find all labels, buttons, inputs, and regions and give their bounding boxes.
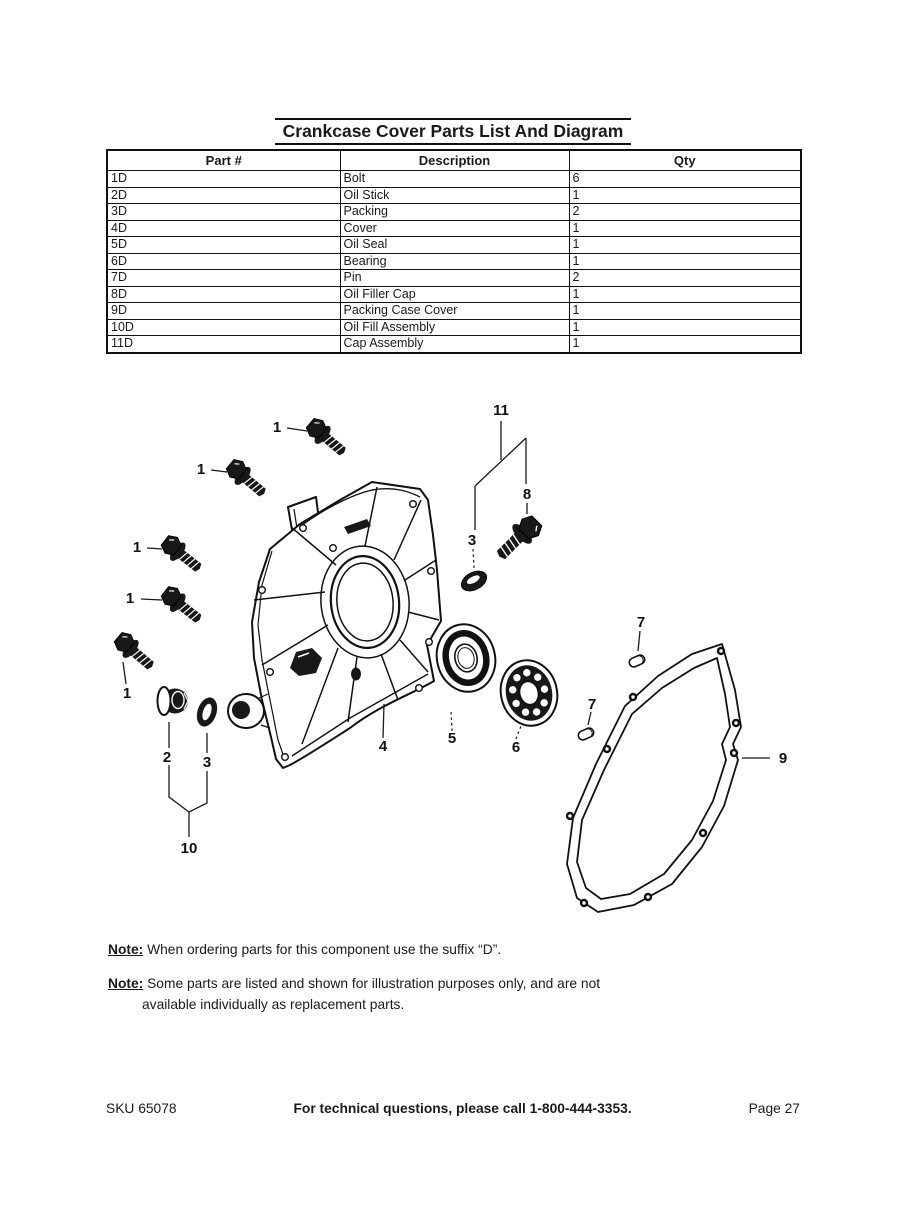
- callout-7b: 7: [588, 696, 596, 713]
- cell-description: Oil Seal: [339, 236, 570, 254]
- cell-description: Bolt: [339, 170, 570, 188]
- bolt-part-1b: [221, 455, 272, 503]
- cell-description: Oil Fill Assembly: [339, 318, 570, 336]
- bolt-part-1e: [109, 628, 160, 676]
- title-wrap: Crankcase Cover Parts List And Diagram: [0, 118, 906, 145]
- callout-9: 9: [779, 750, 787, 767]
- cell-part: 4D: [106, 219, 341, 237]
- callout-1a: 1: [273, 419, 281, 436]
- cell-part: 3D: [106, 203, 341, 221]
- packing-bottom-part-3: [196, 697, 218, 727]
- note-2-label: Note:: [108, 976, 144, 991]
- table-header-row: Part # Description Qty: [106, 149, 802, 171]
- cell-description: Oil Stick: [339, 186, 570, 204]
- callout-3-top: 3: [468, 532, 476, 549]
- note-1-text: When ordering parts for this component u…: [147, 942, 502, 957]
- cell-description: Cap Assembly: [339, 335, 570, 353]
- gasket-bolt-holes: [565, 646, 741, 908]
- leader-lines: [122, 421, 770, 837]
- cell-qty: 1: [568, 302, 802, 320]
- page-number: Page 27: [748, 1101, 800, 1116]
- cell-part: 11D: [106, 335, 341, 353]
- cell-qty: 6: [568, 170, 802, 188]
- cover-part: [227, 481, 442, 769]
- note-1: Note: When ordering parts for this compo…: [108, 940, 501, 961]
- cell-part: 7D: [106, 269, 341, 287]
- sku-text: SKU 65078: [106, 1101, 177, 1116]
- cell-part: 6D: [106, 252, 341, 270]
- bolt-part-1c: [156, 531, 208, 579]
- callout-1c: 1: [133, 539, 141, 556]
- callout-10: 10: [181, 840, 198, 857]
- exploded-view-diagram: 1 1 1 1 1 11 8 3 7 7 9 4 5 6 2 3 10: [109, 402, 787, 913]
- cell-qty: 2: [568, 269, 802, 287]
- callout-7a: 7: [637, 614, 645, 631]
- callout-11: 11: [493, 402, 509, 419]
- bolt-part-1d: [156, 582, 208, 630]
- cover-bolt-holes: [258, 500, 436, 762]
- cell-description: Bearing: [339, 252, 570, 270]
- callout-4: 4: [379, 738, 388, 755]
- filler-bolt-part-8: [489, 510, 546, 567]
- pin-part-7a: [628, 654, 646, 668]
- callout-1b: 1: [197, 461, 205, 478]
- callout-labels: 1 1 1 1 1 11 8 3 7 7 9 4 5 6 2 3 10: [123, 402, 787, 857]
- callout-8: 8: [523, 486, 531, 503]
- cell-part: 10D: [106, 318, 341, 336]
- oil-stick-part-2: [156, 686, 189, 716]
- page-footer: SKU 65078 For technical questions, pleas…: [106, 1101, 800, 1116]
- cell-description: Oil Filler Cap: [339, 285, 570, 303]
- callout-1d: 1: [126, 590, 134, 607]
- callout-1e: 1: [123, 685, 131, 702]
- callout-6: 6: [512, 739, 520, 756]
- cell-part: 9D: [106, 302, 341, 320]
- cell-part: 5D: [106, 236, 341, 254]
- cell-description: Pin: [339, 269, 570, 287]
- cell-qty: 1: [568, 285, 802, 303]
- col-header-part: Part #: [106, 149, 341, 171]
- bolt-part-1a: [301, 414, 352, 462]
- oil-seal-part-5: [435, 623, 497, 693]
- callout-5: 5: [448, 730, 456, 747]
- gasket-part-9: [565, 643, 742, 913]
- cell-qty: 1: [568, 236, 802, 254]
- note-2-text-line2: available individually as replacement pa…: [142, 996, 405, 1012]
- bearing-part-6: [499, 659, 559, 727]
- col-header-qty: Qty: [568, 149, 802, 171]
- packing-top-part-3: [460, 570, 488, 592]
- cell-description: Packing Case Cover: [339, 302, 570, 320]
- cell-qty: 1: [568, 318, 802, 336]
- cell-part: 8D: [106, 285, 341, 303]
- cell-qty: 1: [568, 252, 802, 270]
- pin-part-7b: [577, 727, 595, 741]
- cell-description: Cover: [339, 219, 570, 237]
- callout-3-bottom: 3: [203, 754, 211, 771]
- technical-questions-text: For technical questions, please call 1-8…: [293, 1101, 632, 1116]
- cell-qty: 1: [568, 186, 802, 204]
- col-header-description: Description: [339, 149, 570, 171]
- cell-qty: 1: [568, 335, 802, 353]
- cell-qty: 2: [568, 203, 802, 221]
- cell-qty: 1: [568, 219, 802, 237]
- cell-part: 1D: [106, 170, 341, 188]
- cell-description: Packing: [339, 203, 570, 221]
- callout-2: 2: [163, 749, 171, 766]
- note-2-text-line1: Some parts are listed and shown for illu…: [147, 976, 601, 991]
- cell-part: 2D: [106, 186, 341, 204]
- note-1-label: Note:: [108, 942, 144, 957]
- page-title: Crankcase Cover Parts List And Diagram: [274, 118, 632, 145]
- note-2: Note: Some parts are listed and shown fo…: [108, 974, 600, 1015]
